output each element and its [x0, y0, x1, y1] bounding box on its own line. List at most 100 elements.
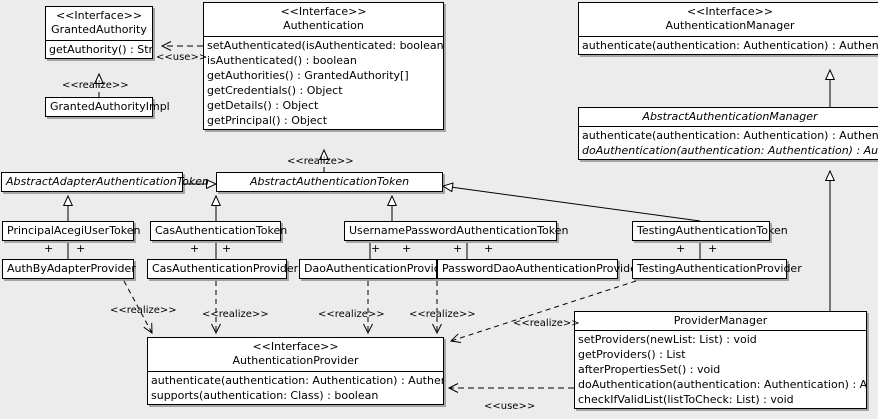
operation: afterPropertiesSet() : void: [578, 363, 721, 376]
operations-compartment: authenticate(authentication: Authenticat…: [579, 35, 878, 54]
class-granted-authority[interactable]: <<Interface>> GrantedAuthority getAuthor…: [45, 6, 153, 59]
association-mark-username-password-3: +: [453, 242, 463, 255]
class-authentication-manager[interactable]: <<Interface>> AuthenticationManager auth…: [578, 2, 878, 55]
stereotype-label: <<Interface>>: [252, 340, 339, 353]
class-name: TestingAuthenticationToken: [637, 224, 788, 237]
association-mark-cas-token-right: +: [222, 242, 232, 255]
class-name: AbstractAuthenticationToken: [249, 175, 410, 188]
class-name: UsernamePasswordAuthenticationToken: [349, 224, 569, 237]
class-name: TestingAuthenticationProvider: [637, 262, 802, 275]
edge-label-realize-abstract-auth-token: <<realize>>: [287, 156, 354, 167]
edge-label-realize-auth-by-adapter: <<realize>>: [110, 305, 177, 316]
association-mark-principal-acegi-left: +: [44, 242, 54, 255]
stereotype-label: <<Interface>>: [280, 5, 367, 18]
class-cas-authentication-provider[interactable]: CasAuthenticationProvider: [147, 259, 299, 279]
class-name: AbstractAdapterAuthenticationToken: [6, 175, 209, 188]
operation: doAuthentication(authentication: Authent…: [582, 144, 878, 157]
class-header: PrincipalAcegiUserToken: [3, 222, 141, 240]
class-authentication-provider[interactable]: <<Interface>> AuthenticationProvider aut…: [147, 337, 444, 405]
operation: getAuthority() : String: [49, 42, 152, 56]
class-header: CasAuthenticationToken: [151, 222, 287, 240]
association-mark-testing-token-right: +: [708, 242, 718, 255]
class-username-password-authentication-token[interactable]: UsernamePasswordAuthenticationToken: [344, 221, 569, 241]
class-dao-authentication-provider[interactable]: DaoAuthenticationProvider: [299, 259, 452, 279]
class-header: AbstractAuthenticationToken: [217, 173, 442, 191]
class-name: AuthenticationProvider: [232, 353, 359, 367]
class-header: TestingAuthenticationToken: [633, 222, 788, 240]
class-principal-acegi-user-token[interactable]: PrincipalAcegiUserToken: [2, 221, 141, 241]
operation: supports(authentication: Class) : boolea…: [151, 388, 379, 402]
stereotype-label: <<Interface>>: [55, 9, 143, 22]
edge-label-realize-cas-provider: <<realize>>: [202, 309, 269, 320]
class-header: UsernamePasswordAuthenticationToken: [345, 222, 569, 240]
edge-label-use-granted-authority: <<use>>: [156, 52, 208, 63]
operation: getPrincipal() : Object: [207, 113, 328, 127]
class-header: <<Interface>> AuthenticationManager: [579, 3, 878, 36]
operation: doAuthentication(authentication: Authent…: [578, 378, 866, 391]
class-name: ProviderManager: [673, 314, 768, 327]
class-name: AuthByAdapterProvider: [7, 262, 136, 275]
class-name: Authentication: [283, 18, 364, 32]
operations-compartment: authenticate(authentication: Authenticat…: [148, 370, 443, 404]
class-name: PasswordDaoAuthenticationProvider: [442, 262, 642, 275]
class-name: GrantedAuthorityImpl: [50, 100, 170, 113]
association-mark-principal-acegi-right: +: [76, 242, 86, 255]
class-name: CasAuthenticationProvider: [152, 262, 299, 275]
class-header: <<Interface>> AuthenticationProvider: [148, 338, 443, 371]
operation: authenticate(authentication: Authenticat…: [582, 129, 878, 142]
class-authentication[interactable]: <<Interface>> Authentication setAuthenti…: [203, 2, 444, 130]
stereotype-label: <<Interface>>: [686, 5, 774, 18]
edge-label-realize-granted-authority-impl: <<realize>>: [62, 80, 129, 91]
class-header: TestingAuthenticationProvider: [633, 260, 802, 278]
class-name: PrincipalAcegiUserToken: [7, 224, 141, 237]
operation: getAuthorities() : GrantedAuthority[]: [207, 68, 409, 82]
operation: authenticate(authentication: Authenticat…: [151, 373, 443, 387]
class-abstract-authentication-manager[interactable]: AbstractAuthenticationManager authentica…: [578, 107, 878, 160]
operation: getCredentials() : Object: [207, 83, 343, 97]
class-header: DaoAuthenticationProvider: [300, 260, 452, 278]
operations-compartment: authenticate(authentication: Authenticat…: [579, 126, 878, 159]
class-header: CasAuthenticationProvider: [148, 260, 299, 278]
class-header: PasswordDaoAuthenticationProvider: [438, 260, 642, 278]
association-mark-username-password-2: +: [402, 242, 412, 255]
association-mark-username-password-1: +: [371, 242, 381, 255]
class-header: AbstractAdapterAuthenticationToken: [2, 173, 209, 191]
operation: setAuthenticated(isAuthenticated: boolea…: [207, 38, 443, 52]
class-header: AbstractAuthenticationManager: [579, 108, 878, 126]
operations-compartment: getAuthority() : String: [46, 39, 152, 58]
class-abstract-authentication-token[interactable]: AbstractAuthenticationToken: [216, 172, 443, 192]
edge-label-realize-password-dao-provider: <<realize>>: [409, 309, 476, 320]
class-password-dao-authentication-provider[interactable]: PasswordDaoAuthenticationProvider: [437, 259, 642, 279]
edge-label-realize-testing-provider: <<realize>>: [513, 318, 580, 329]
class-abstract-adapter-authentication-token[interactable]: AbstractAdapterAuthenticationToken: [1, 172, 209, 192]
class-name: AuthenticationManager: [665, 18, 795, 32]
class-header: GrantedAuthorityImpl: [46, 98, 170, 116]
operation: getProviders() : List: [578, 348, 686, 361]
class-header: ProviderManager: [575, 312, 866, 330]
operations-compartment: setAuthenticated(isAuthenticated: boolea…: [204, 35, 443, 129]
edge-label-realize-dao-provider: <<realize>>: [318, 309, 385, 320]
edge-label-use-provider-manager: <<use>>: [484, 401, 536, 412]
operation: authenticate(authentication: Authenticat…: [582, 38, 878, 52]
operations-compartment: setProviders(newList: List) : void getPr…: [575, 330, 866, 408]
class-header: <<Interface>> GrantedAuthority: [46, 7, 152, 40]
operation: getDetails() : Object: [207, 98, 319, 112]
association-mark-testing-token-left: +: [676, 242, 686, 255]
class-name: GrantedAuthority: [51, 22, 147, 36]
class-testing-authentication-provider[interactable]: TestingAuthenticationProvider: [632, 259, 802, 279]
class-cas-authentication-token[interactable]: CasAuthenticationToken: [150, 221, 287, 241]
operation: isAuthenticated() : boolean: [207, 53, 357, 67]
class-name: AbstractAuthenticationManager: [642, 110, 818, 123]
class-name: DaoAuthenticationProvider: [304, 262, 452, 275]
class-header: AuthByAdapterProvider: [3, 260, 136, 278]
class-provider-manager[interactable]: ProviderManager setProviders(newList: Li…: [574, 311, 867, 409]
class-header: <<Interface>> Authentication: [204, 3, 443, 36]
operation: checkIfValidList(listToCheck: List) : vo…: [578, 393, 794, 406]
class-testing-authentication-token[interactable]: TestingAuthenticationToken: [632, 221, 788, 241]
operation: setProviders(newList: List) : void: [578, 333, 757, 346]
association-mark-username-password-4: +: [484, 242, 494, 255]
class-granted-authority-impl[interactable]: GrantedAuthorityImpl: [45, 97, 170, 117]
association-mark-cas-token-left: +: [190, 242, 200, 255]
class-auth-by-adapter-provider[interactable]: AuthByAdapterProvider: [2, 259, 136, 279]
